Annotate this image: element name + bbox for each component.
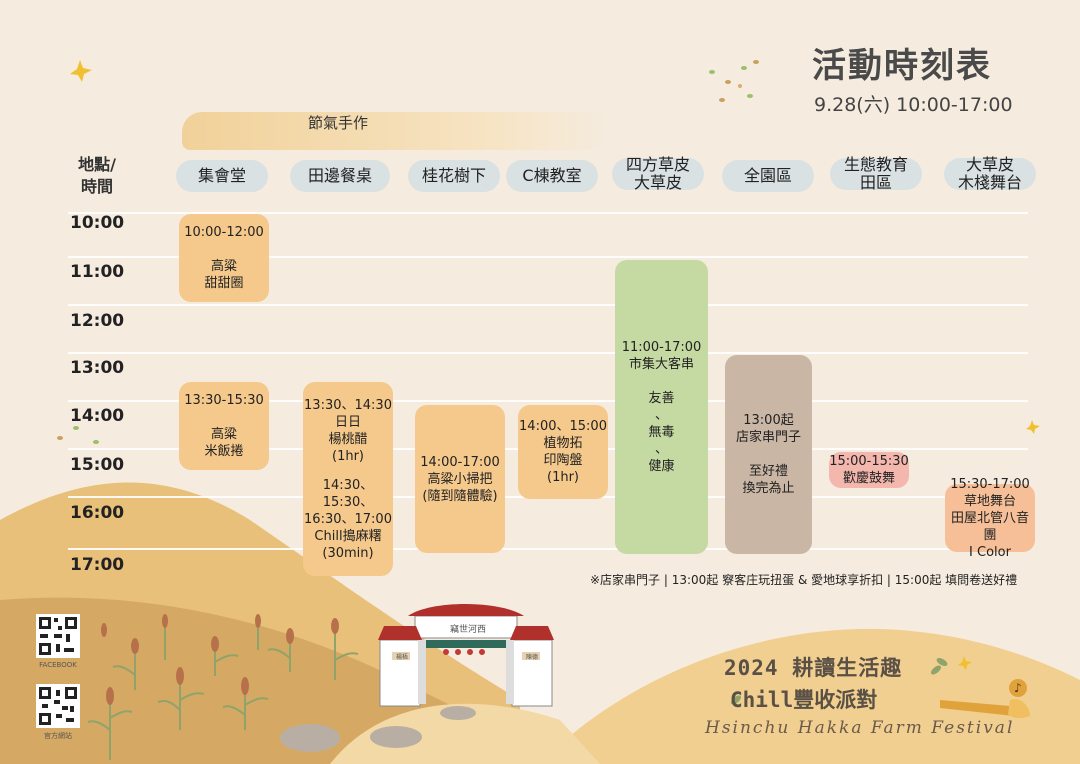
grid-line xyxy=(68,352,1028,354)
location-pill: C棟教室 xyxy=(506,160,598,192)
event-block: 13:00起 店家串門子 至好禮 換完為止 xyxy=(725,355,812,554)
confetti-icon xyxy=(57,60,759,444)
page-title: 活動時刻表 xyxy=(812,46,992,86)
location-pill: 桂花樹下 xyxy=(408,160,500,192)
qr-code-icon[interactable] xyxy=(36,614,80,658)
location-pill: 田邊餐桌 xyxy=(290,160,390,192)
location-pill: 四方草皮 大草皮 xyxy=(612,156,704,192)
time-label: 15:00 xyxy=(70,455,125,475)
svg-text:♪: ♪ xyxy=(1014,681,1022,695)
time-label: 16:00 xyxy=(70,503,125,523)
time-label: 10:00 xyxy=(70,213,125,233)
brush-stroke xyxy=(182,112,612,150)
grid-line xyxy=(68,256,1028,258)
page-subtitle: 9.28(六) 10:00-17:00 xyxy=(814,94,1013,116)
location-pill: 全園區 xyxy=(722,160,814,192)
brush-label: 節氣手作 xyxy=(308,114,369,132)
gate-sign-right: 陳德 xyxy=(525,654,538,661)
qr-label: 官方網站 xyxy=(44,732,72,740)
grid-line xyxy=(68,304,1028,306)
gate-icon xyxy=(378,604,554,707)
event-block: 15:30-17:00 草地舞台 田屋北管八音團 I Color xyxy=(945,477,1035,560)
gate-sign-left: 楊梧 xyxy=(395,654,408,661)
time-label: 13:00 xyxy=(70,358,125,378)
event-block: 13:30-15:30 高粱 米飯捲 xyxy=(179,382,269,470)
time-label: 14:00 xyxy=(70,406,125,426)
logo-line-3: Hsinchu Hakka Farm Festival xyxy=(705,718,1015,738)
star-icon xyxy=(958,656,972,670)
gate-plaque: 竊世河西 xyxy=(449,625,486,635)
grid-line xyxy=(68,400,1028,402)
event-block: 14:00、15:00 植物拓 印陶盤 (1hr) xyxy=(518,405,608,499)
qr-label: FACEBOOK xyxy=(39,661,77,669)
time-label: 17:00 xyxy=(70,555,125,575)
location-pill: 集會堂 xyxy=(176,160,268,192)
time-label: 11:00 xyxy=(70,262,125,282)
logo-line-1: 2024 耕讀生活趣 xyxy=(724,656,903,680)
event-block: 11:00-17:00 市集大客串 友善 、 無毒 、 健康 xyxy=(615,260,708,554)
event-block: 15:00-15:30 歡慶鼓舞 xyxy=(829,452,909,488)
location-pill: 大草皮 木棧舞台 xyxy=(944,156,1036,192)
qr-code-icon[interactable] xyxy=(36,684,80,728)
suona-trumpet-icon: ♪ xyxy=(940,679,1030,719)
event-block: 10:00-12:00 高粱 甜甜圈 xyxy=(179,214,269,302)
grid-line xyxy=(68,548,1028,550)
event-block: 14:00-17:00 高粱小掃把 (隨到隨體驗) xyxy=(415,405,505,553)
corner-label: 地點/ 時間 xyxy=(78,155,116,196)
footnote: ※店家串門子 | 13:00起 竂客庄玩扭蛋 & 愛地球享折扣 | 15:00起… xyxy=(590,573,1018,587)
location-pill: 生態教育 田區 xyxy=(830,156,922,192)
event-block: 13:30、14:30 日日 楊桃醋 (1hr) 14:30、15:30、 16… xyxy=(303,382,393,576)
star-icon xyxy=(1026,420,1040,434)
star-icon xyxy=(70,60,92,82)
sorghum-plant-icon xyxy=(87,625,359,760)
grid-line xyxy=(68,212,1028,214)
logo-line-2: Chill豐收派對 xyxy=(730,688,878,712)
time-label: 12:00 xyxy=(70,311,125,331)
